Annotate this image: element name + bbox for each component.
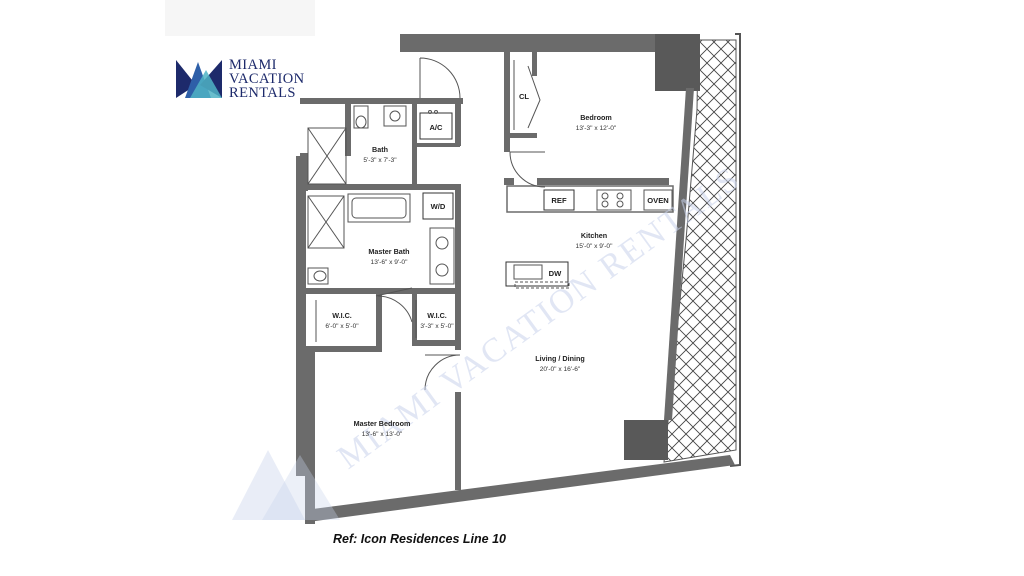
fixtures [307, 60, 673, 342]
room-name-bedroom: Bedroom [580, 113, 612, 122]
room-name-wic-2: W.I.C. [427, 311, 447, 320]
room-dims-master-bedroom: 13'-6" x 13'-0" [362, 431, 403, 438]
room-name-master-bedroom: Master Bedroom [354, 419, 411, 428]
room-name-kitchen: Kitchen [581, 231, 607, 240]
label-washer-dryer: W/D [431, 202, 446, 211]
doors [375, 57, 546, 391]
room-dims-wic-2: 3'-3" x 5'-0" [420, 323, 454, 330]
interior-walls [306, 52, 674, 490]
room-dims-bedroom: 13'-3" x 12'-0" [576, 125, 617, 132]
room-labels: Bedroom 13'-3" x 12'-0" Bath 5'-3" x 7'-… [325, 113, 617, 438]
room-name-wic-1: W.I.C. [332, 311, 352, 320]
room-dims-bath: 5'-3" x 7'-3" [363, 157, 397, 164]
label-closet: CL [519, 92, 529, 101]
balcony-hatch [663, 39, 737, 463]
room-dims-living: 20'-0" x 16'-6" [540, 366, 581, 373]
room-name-living: Living / Dining [535, 354, 585, 363]
room-name-bath: Bath [372, 145, 388, 154]
label-dishwasher: DW [549, 269, 562, 278]
logo-line-2: VACATION [229, 71, 305, 87]
logo-line-3: RENTALS [229, 85, 296, 101]
fixture-labels: CL A/C W/D REF OVEN DW [429, 92, 668, 278]
label-refrigerator: REF [551, 196, 567, 205]
company-logo: MIAMI VACATION RENTALS [176, 57, 305, 101]
label-oven: OVEN [647, 196, 669, 205]
room-name-master-bath: Master Bath [368, 247, 409, 256]
label-ac: A/C [429, 123, 443, 132]
room-dims-master-bath: 13'-6" x 9'-0" [371, 259, 409, 266]
logo-line-1: MIAMI [229, 57, 277, 73]
logo-mark-icon [176, 60, 222, 98]
reference-caption: Ref: Icon Residences Line 10 [333, 532, 506, 546]
balcony-rail [729, 33, 741, 467]
room-dims-wic-1: 6'-0" x 5'-0" [325, 323, 359, 330]
exterior-walls [296, 34, 735, 524]
logo-backdrop [165, 0, 315, 36]
room-dims-kitchen: 15'-0" x 9'-0" [576, 243, 614, 250]
